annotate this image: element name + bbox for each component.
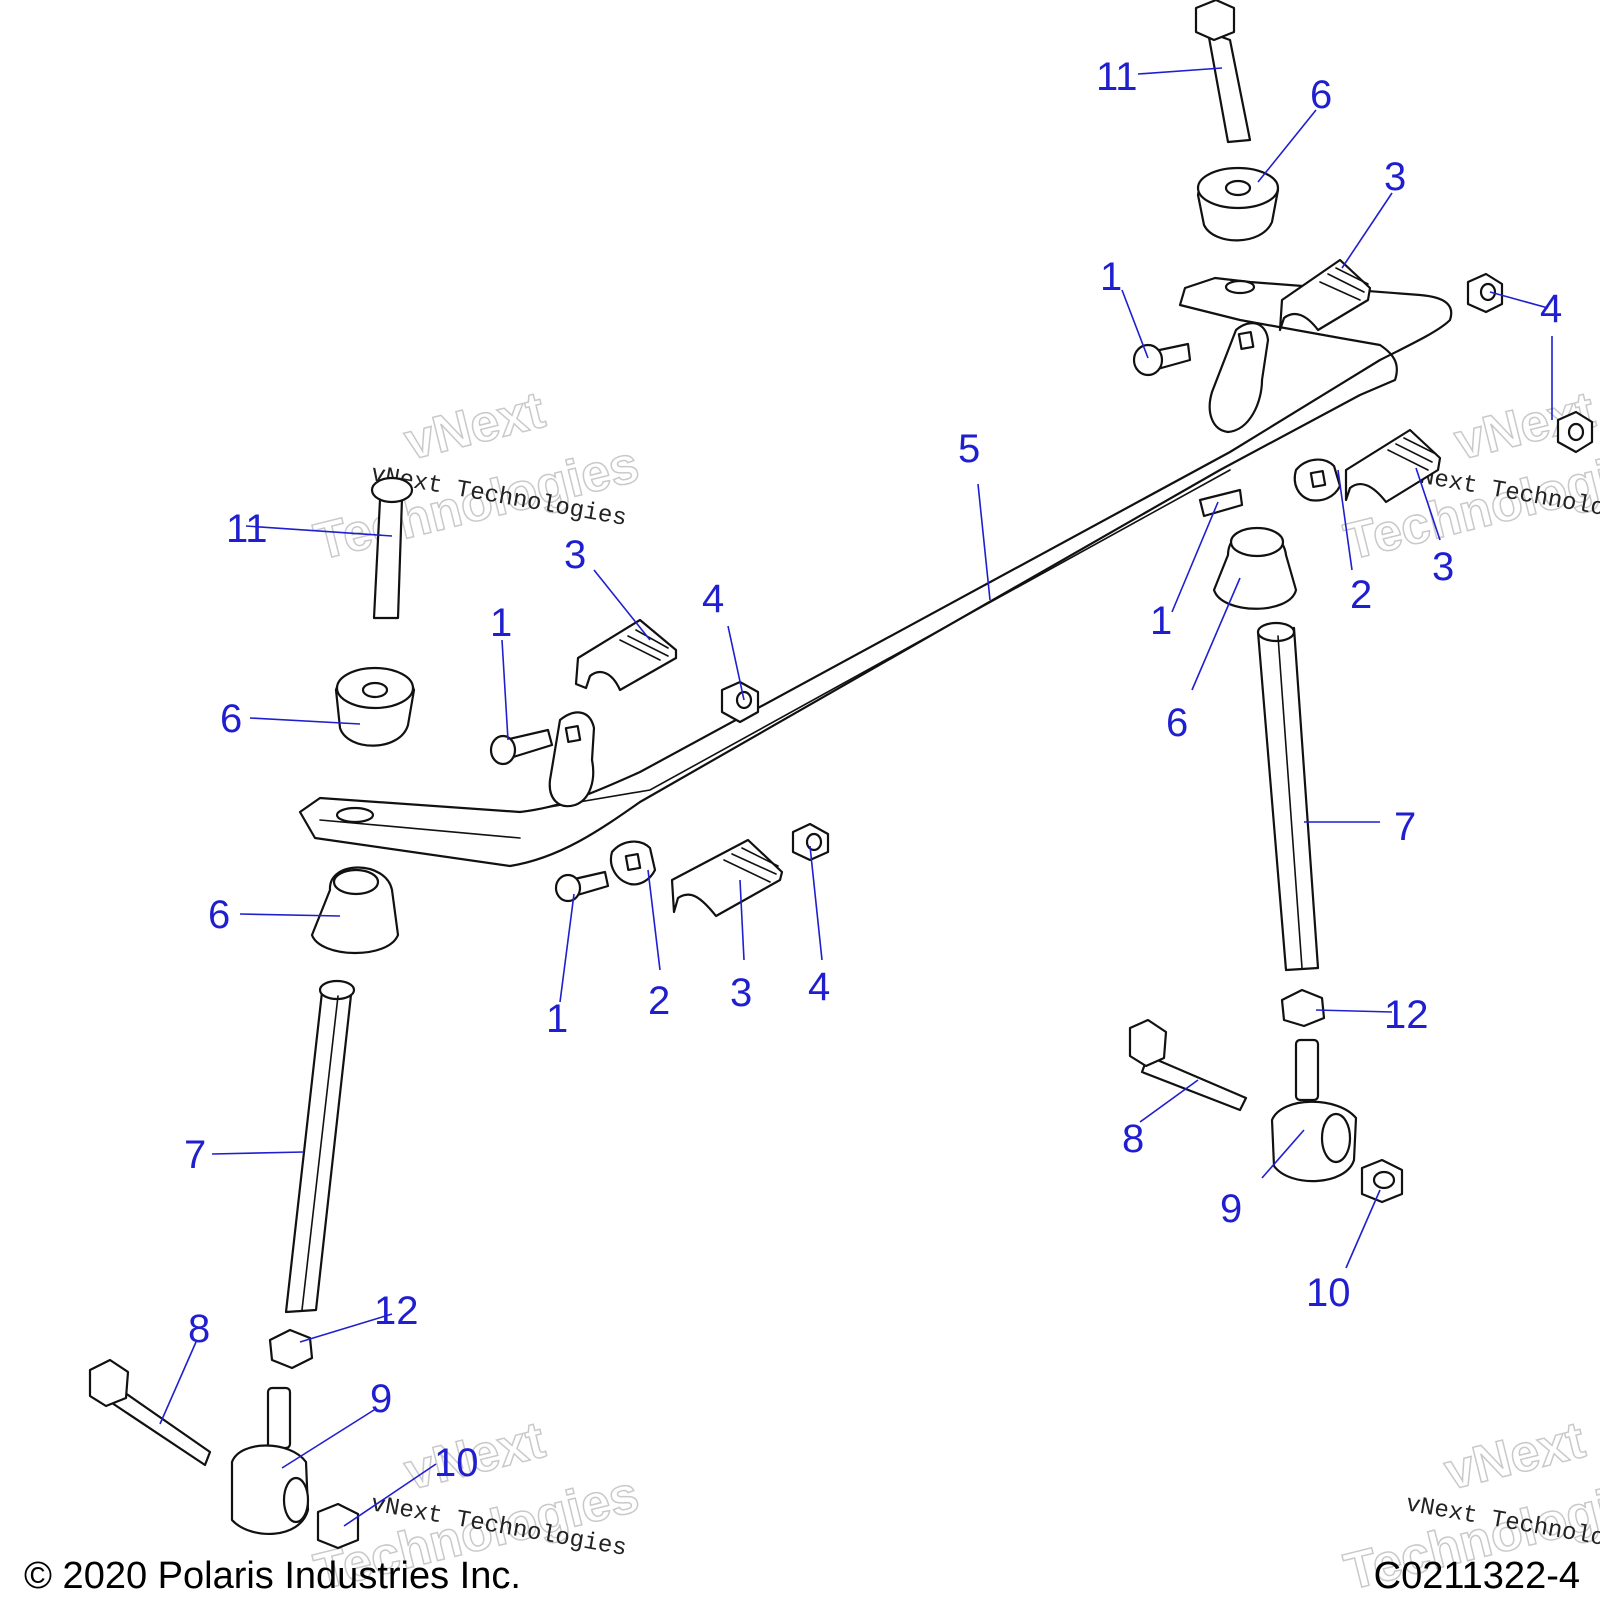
pin-left	[489, 728, 554, 766]
callout-11: 11	[226, 507, 268, 551]
callout-2: 2	[1350, 573, 1372, 617]
callout-3: 3	[1384, 155, 1406, 199]
retainer-lower	[670, 838, 784, 918]
callout-1: 1	[1150, 599, 1172, 643]
callout-6: 6	[1310, 73, 1332, 117]
jam-nut-left	[268, 1328, 314, 1370]
ball-joint-right	[1270, 1038, 1358, 1183]
nut-left	[720, 680, 760, 724]
flange-nut-right	[1360, 1158, 1404, 1204]
retainer-upper-right	[1278, 258, 1372, 332]
callout-9: 9	[370, 1377, 392, 1421]
clamp-bracket-left	[548, 711, 596, 808]
flange-nut-left	[316, 1502, 360, 1550]
link-rod-left	[284, 979, 356, 1314]
retainer-left	[574, 618, 678, 692]
callout-11: 11	[1096, 55, 1138, 99]
callout-1: 1	[546, 997, 568, 1041]
callout-6: 6	[220, 697, 242, 741]
callout-3: 3	[1432, 545, 1454, 589]
callout-6: 6	[1166, 701, 1188, 745]
long-bolt-left	[370, 476, 414, 620]
callout-4: 4	[702, 577, 724, 621]
clamp-bracket-upper-right	[1208, 322, 1270, 434]
callout-6: 6	[208, 893, 230, 937]
callout-10: 10	[434, 1441, 479, 1485]
watermark-top-left: vNext Technologies vNext Technologies	[308, 380, 645, 572]
callout-4: 4	[808, 965, 830, 1009]
copyright-notice: © 2020 Polaris Industries Inc.	[24, 1555, 521, 1597]
callout-8: 8	[188, 1307, 210, 1351]
bolt-right	[1128, 1018, 1248, 1112]
callout-8: 8	[1122, 1117, 1144, 1161]
bushing-left-lower	[310, 866, 400, 955]
figure-id: C0211322-4	[1374, 1555, 1580, 1597]
pin-upper-right	[1132, 342, 1192, 377]
callout-7: 7	[1394, 805, 1416, 849]
jam-nut-right	[1280, 988, 1326, 1028]
callout-10: 10	[1306, 1271, 1351, 1315]
nut-upper-right	[1466, 272, 1504, 314]
bushing-top	[1196, 166, 1280, 242]
callout-1: 1	[490, 601, 512, 645]
callout-12: 12	[374, 1289, 419, 1333]
leader-lines	[159, 67, 1553, 1527]
callout-2: 2	[648, 979, 670, 1023]
callout-3: 3	[730, 971, 752, 1015]
callout-4: 4	[1540, 287, 1562, 331]
link-rod-right	[1256, 621, 1320, 972]
callout-1: 1	[1100, 255, 1122, 299]
callout-labels: 11 6 3 1 4 5 1 2 3 6 7 12 8 9 10 11 3 1 …	[184, 55, 1562, 1485]
pin-right	[1198, 488, 1244, 518]
svg-text:vNext: vNext	[399, 381, 550, 472]
bolt-left	[88, 1358, 212, 1467]
callout-5: 5	[958, 427, 980, 471]
clamp-bracket-right	[1293, 458, 1342, 502]
retainer-right	[1344, 428, 1442, 504]
bushing-left-upper	[334, 666, 416, 747]
callout-9: 9	[1220, 1187, 1242, 1231]
callout-12: 12	[1384, 993, 1429, 1037]
callout-3: 3	[564, 533, 586, 577]
clamp-bracket-lower-left	[609, 840, 657, 886]
pin-lower-left	[554, 870, 610, 903]
nut-right	[1556, 410, 1594, 454]
callout-7: 7	[184, 1133, 206, 1177]
bushing-right	[1212, 526, 1298, 610]
long-bolt-top	[1194, 0, 1252, 144]
ball-joint-left	[230, 1386, 310, 1536]
